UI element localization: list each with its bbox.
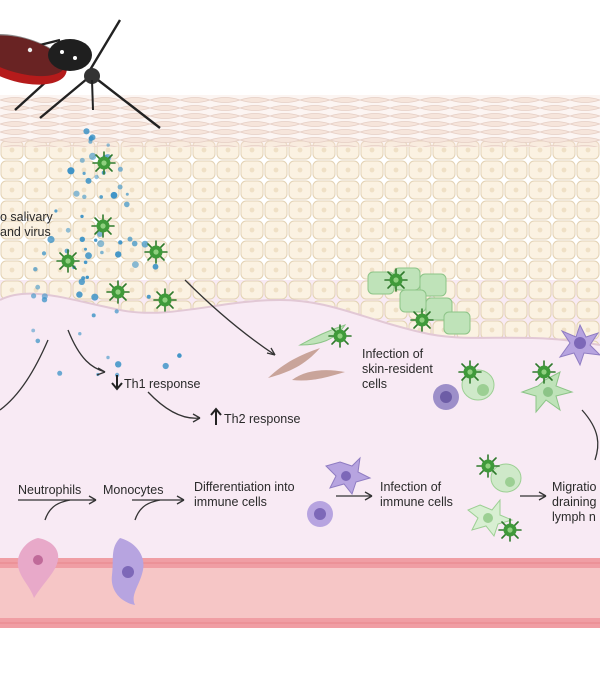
- virus-icon: [106, 280, 130, 304]
- virus-icon: [153, 288, 177, 312]
- saliva-droplet: [115, 361, 122, 368]
- saliva-droplet: [91, 313, 96, 318]
- saliva-droplet: [76, 291, 83, 298]
- saliva-droplet: [47, 235, 55, 244]
- saliva-droplet: [65, 227, 71, 233]
- saliva-droplet: [30, 293, 37, 299]
- saliva-droplet: [82, 171, 86, 175]
- saliva-droplet: [88, 136, 94, 141]
- saliva-droplet: [79, 236, 86, 242]
- saliva-droplet: [85, 177, 92, 184]
- saliva-droplet: [67, 167, 75, 175]
- saliva-droplet: [106, 143, 110, 147]
- saliva-droplet: [85, 252, 92, 259]
- virus-icon: [56, 249, 80, 273]
- response-arrows: [111, 375, 222, 425]
- saliva-droplet: [35, 284, 41, 290]
- saliva-droplet: [117, 184, 123, 190]
- th2-response-label: Th2 response: [224, 412, 301, 426]
- saliva-droplet: [69, 167, 73, 171]
- saliva-droplet: [78, 332, 82, 336]
- saliva-droplet: [125, 192, 129, 196]
- saliva-droplet: [115, 251, 122, 258]
- epidermis-cell-layer: [0, 140, 600, 345]
- saliva-droplet: [41, 293, 48, 300]
- th1-response-label: Th1 response: [124, 377, 201, 391]
- saliva-droplet: [41, 251, 47, 256]
- saliva-droplet: [162, 362, 169, 370]
- mosquito-icon: [0, 19, 161, 129]
- virus-icon: [458, 360, 482, 384]
- saliva-droplet: [118, 240, 123, 245]
- dendritic-cell-icon: [558, 323, 600, 367]
- virus-icon: [328, 324, 352, 348]
- monocytes-label: Monocytes: [103, 483, 164, 497]
- saliva-droplet: [80, 214, 84, 219]
- saliva-droplet: [54, 209, 58, 213]
- saliva-droplet: [99, 195, 103, 199]
- blood-vessel: [0, 558, 600, 628]
- stratum-corneum: [0, 95, 600, 147]
- saliva-droplet: [33, 267, 38, 272]
- saliva-droplet: [89, 152, 97, 160]
- saliva-droplet: [84, 247, 87, 251]
- saliva-droplet: [97, 231, 103, 237]
- saliva-droplet: [141, 240, 149, 248]
- saliva-droplets: [30, 128, 182, 378]
- saliva-droplet: [117, 166, 123, 172]
- saliva-droplet: [152, 263, 159, 270]
- saliva-droplet: [35, 338, 41, 344]
- saliva-droplet: [79, 157, 85, 163]
- immune-cells-bottom: [307, 456, 522, 538]
- saliva-droplet: [97, 240, 105, 248]
- virus-icon: [92, 151, 116, 175]
- virus-icon: [144, 240, 168, 264]
- saliva-droplet: [110, 191, 118, 199]
- saliva-droplet: [91, 293, 99, 301]
- neutrophils-label: Neutrophils: [18, 483, 82, 497]
- saliva-droplet: [146, 294, 151, 299]
- saliva-droplet: [83, 128, 90, 135]
- virus-icon: [532, 360, 556, 384]
- saliva-droplet: [82, 194, 87, 199]
- virus-icon: [91, 214, 115, 238]
- saliva-droplet: [94, 238, 98, 242]
- saliva-droplet: [177, 353, 182, 358]
- saliva-droplet: [57, 370, 63, 376]
- saliva-droplet: [85, 275, 90, 279]
- virus-icon: [498, 518, 522, 542]
- saliva-droplet: [106, 355, 110, 360]
- saliva-droplet: [131, 240, 138, 247]
- saliva-droplet: [100, 250, 104, 255]
- saliva-droplet: [114, 309, 119, 314]
- virus-icon: [384, 268, 408, 292]
- saliva-droplet: [132, 261, 139, 268]
- saliva-droplet: [78, 278, 86, 285]
- virus-icon: [476, 454, 500, 478]
- saliva-droplet: [124, 201, 130, 208]
- virus-icon: [410, 308, 434, 332]
- saliva-droplet: [31, 328, 36, 333]
- extravasating-cells: [17, 538, 144, 605]
- saliva-droplet: [73, 190, 80, 197]
- saliva-droplet: [83, 260, 88, 265]
- process-arrows: [0, 279, 599, 521]
- saliva-droplet: [127, 236, 133, 242]
- saliva-droplet: [94, 174, 99, 180]
